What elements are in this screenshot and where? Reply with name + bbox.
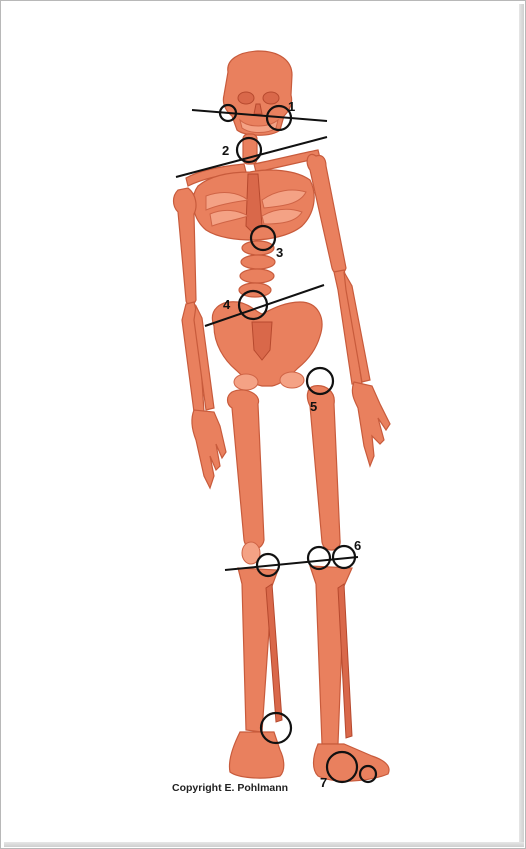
hand-left	[352, 382, 390, 466]
nasal-cavity	[254, 104, 262, 114]
marker-label-3: 3	[276, 245, 283, 260]
fibula-right	[266, 584, 282, 722]
marker-label-4: 4	[223, 297, 231, 312]
eye-socket	[263, 92, 279, 104]
marker-label-6: 6	[354, 538, 361, 553]
obturator	[234, 374, 258, 390]
marker-circle	[308, 547, 330, 569]
vertebra	[240, 269, 274, 283]
skeleton	[174, 51, 391, 781]
marker-label-1: 1	[288, 99, 295, 114]
marker-label-5: 5	[310, 399, 317, 414]
eye-socket	[238, 92, 254, 104]
marker-label-2: 2	[222, 143, 229, 158]
skull	[223, 51, 292, 135]
obturator	[280, 372, 304, 388]
humerus-left	[307, 154, 346, 274]
hand-right	[192, 410, 226, 488]
vertebra	[241, 255, 275, 269]
marker-label-7: 7	[320, 775, 327, 790]
copyright-text: Copyright E. Pohlmann	[172, 782, 288, 794]
foot-right	[229, 732, 283, 778]
femur-right	[228, 390, 265, 549]
humerus-right	[174, 188, 197, 305]
